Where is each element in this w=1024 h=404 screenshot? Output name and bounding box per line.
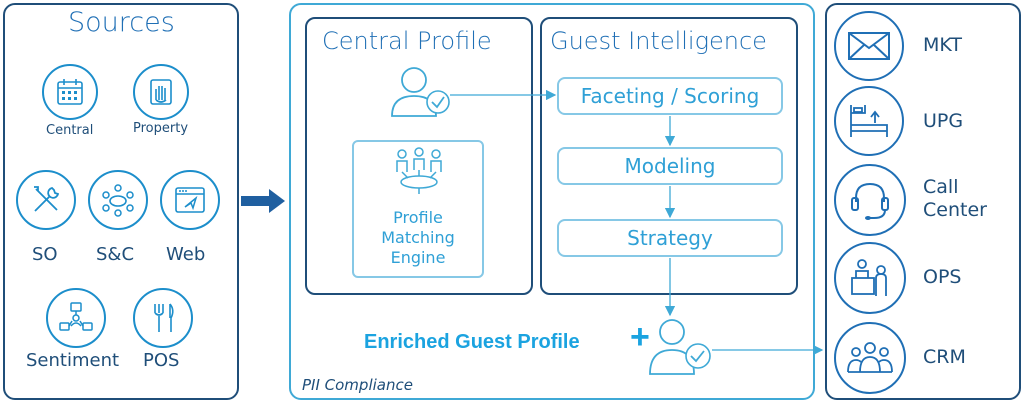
- matching-people-icon: [396, 147, 442, 194]
- social-network-icon: [59, 302, 93, 331]
- enriched-guest-profile-label: Enriched Guest Profile: [364, 331, 580, 353]
- tools-icon: [34, 186, 60, 212]
- call-center-output-icon: [834, 164, 906, 236]
- upg-output-icon: [834, 86, 904, 156]
- call-center-line-2: Center: [923, 199, 987, 221]
- ops-output-icon: [834, 242, 906, 314]
- guest-intelligence-title: Guest Intelligence: [550, 27, 767, 55]
- envelope-icon: [848, 32, 890, 60]
- engine-line-3: Engine: [390, 248, 446, 267]
- front-desk-icon: [851, 259, 887, 296]
- modeling-step: Modeling: [557, 147, 783, 185]
- browser-icon: [175, 187, 205, 213]
- profile-matching-engine-label: Profile Matching Engine: [352, 208, 484, 268]
- sc-source-icon: [88, 170, 148, 230]
- ops-output-label: OPS: [923, 266, 962, 288]
- crm-output-label: CRM: [923, 346, 966, 368]
- web-source-label: Web: [166, 244, 206, 265]
- property-source-icon: [133, 64, 189, 120]
- property-source-label: Property: [133, 121, 189, 136]
- mkt-output-icon: [834, 11, 904, 81]
- central-profile-user-icon: [391, 67, 450, 117]
- mkt-output-label: MKT: [923, 34, 962, 56]
- so-source-label: SO: [32, 244, 58, 265]
- engine-line-1: Profile: [393, 208, 443, 227]
- profile-matching-engine-box: [352, 140, 484, 278]
- enriched-profile-user-icon: [649, 319, 711, 375]
- call-center-output-label: Call Center: [923, 176, 987, 222]
- pos-source-label: POS: [143, 350, 180, 371]
- sources-title: Sources: [68, 7, 175, 38]
- web-source-icon: [160, 170, 220, 230]
- central-profile-title: Central Profile: [322, 27, 492, 55]
- fork-knife-icon: [154, 303, 174, 332]
- crm-output-icon: [834, 322, 906, 394]
- call-center-line-1: Call: [923, 176, 959, 198]
- pos-source-icon: [133, 288, 193, 348]
- pii-compliance-label: PII Compliance: [302, 376, 413, 394]
- strategy-step: Strategy: [557, 219, 783, 257]
- bed-upgrade-icon: [850, 105, 888, 137]
- plus-sign: +: [630, 318, 650, 356]
- headset-icon: [851, 182, 889, 220]
- flow-arrow-icon: [241, 189, 285, 213]
- central-source-icon: [42, 64, 98, 120]
- sc-source-label: S&C: [96, 244, 135, 265]
- meeting-icon: [102, 184, 134, 217]
- sentiment-source-label: Sentiment: [26, 350, 120, 371]
- people-group-icon: [847, 342, 893, 373]
- faceting-scoring-step: Faceting / Scoring: [557, 77, 783, 115]
- hand-card-icon: [150, 79, 172, 105]
- engine-line-2: Matching: [381, 228, 455, 247]
- so-source-icon: [16, 170, 76, 230]
- sentiment-source-icon: [46, 288, 106, 348]
- central-source-label: Central: [46, 123, 94, 138]
- calendar-icon: [57, 79, 83, 105]
- upg-output-label: UPG: [923, 110, 964, 132]
